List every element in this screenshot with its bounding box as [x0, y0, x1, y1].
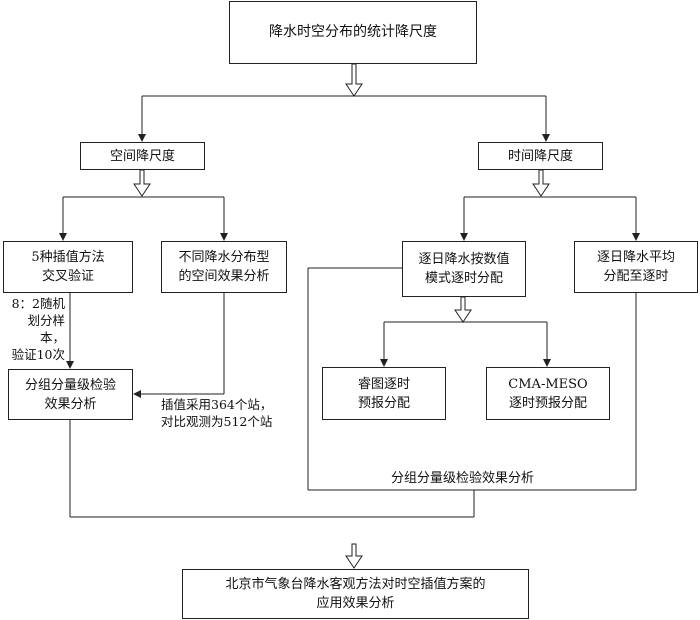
spatial-box: 空间降尺度: [80, 142, 205, 170]
cma-meso-box: CMA-MESO 逐时预报分配: [486, 367, 610, 420]
hollow-arrow: [345, 543, 363, 569]
hollow-arrow: [532, 169, 550, 197]
hollow-arrow: [345, 63, 363, 97]
note-stations: 插值采用364个站， 对比观测为512个站: [161, 397, 273, 429]
ruitu-box: 睿图逐时 预报分配: [322, 367, 446, 420]
title-box: 降水时空分布的统计降尺度: [229, 1, 477, 64]
group-right-label: 分组分量级检验效果分析: [391, 471, 535, 486]
daily-nwp-box: 逐日降水按数值 模式逐时分配: [402, 241, 526, 297]
temporal-box: 时间降尺度: [478, 142, 603, 170]
daily-avg-box: 逐日降水平均 分配至逐时: [574, 241, 698, 293]
hollow-arrow: [454, 296, 472, 323]
interp-cv-box: 5种插值方法 交叉验证: [3, 241, 133, 293]
note-split: 8：2随机 划分样本， 验证10次: [11, 296, 65, 362]
group-left-box: 分组分量级检验 效果分析: [8, 369, 133, 420]
spatial-types-box: 不同降水分布型 的空间效果分析: [161, 241, 287, 293]
final-box: 北京市气象台降水客观方法对时空插值方案的 应用效果分析: [182, 569, 529, 619]
hollow-arrow: [133, 169, 151, 197]
